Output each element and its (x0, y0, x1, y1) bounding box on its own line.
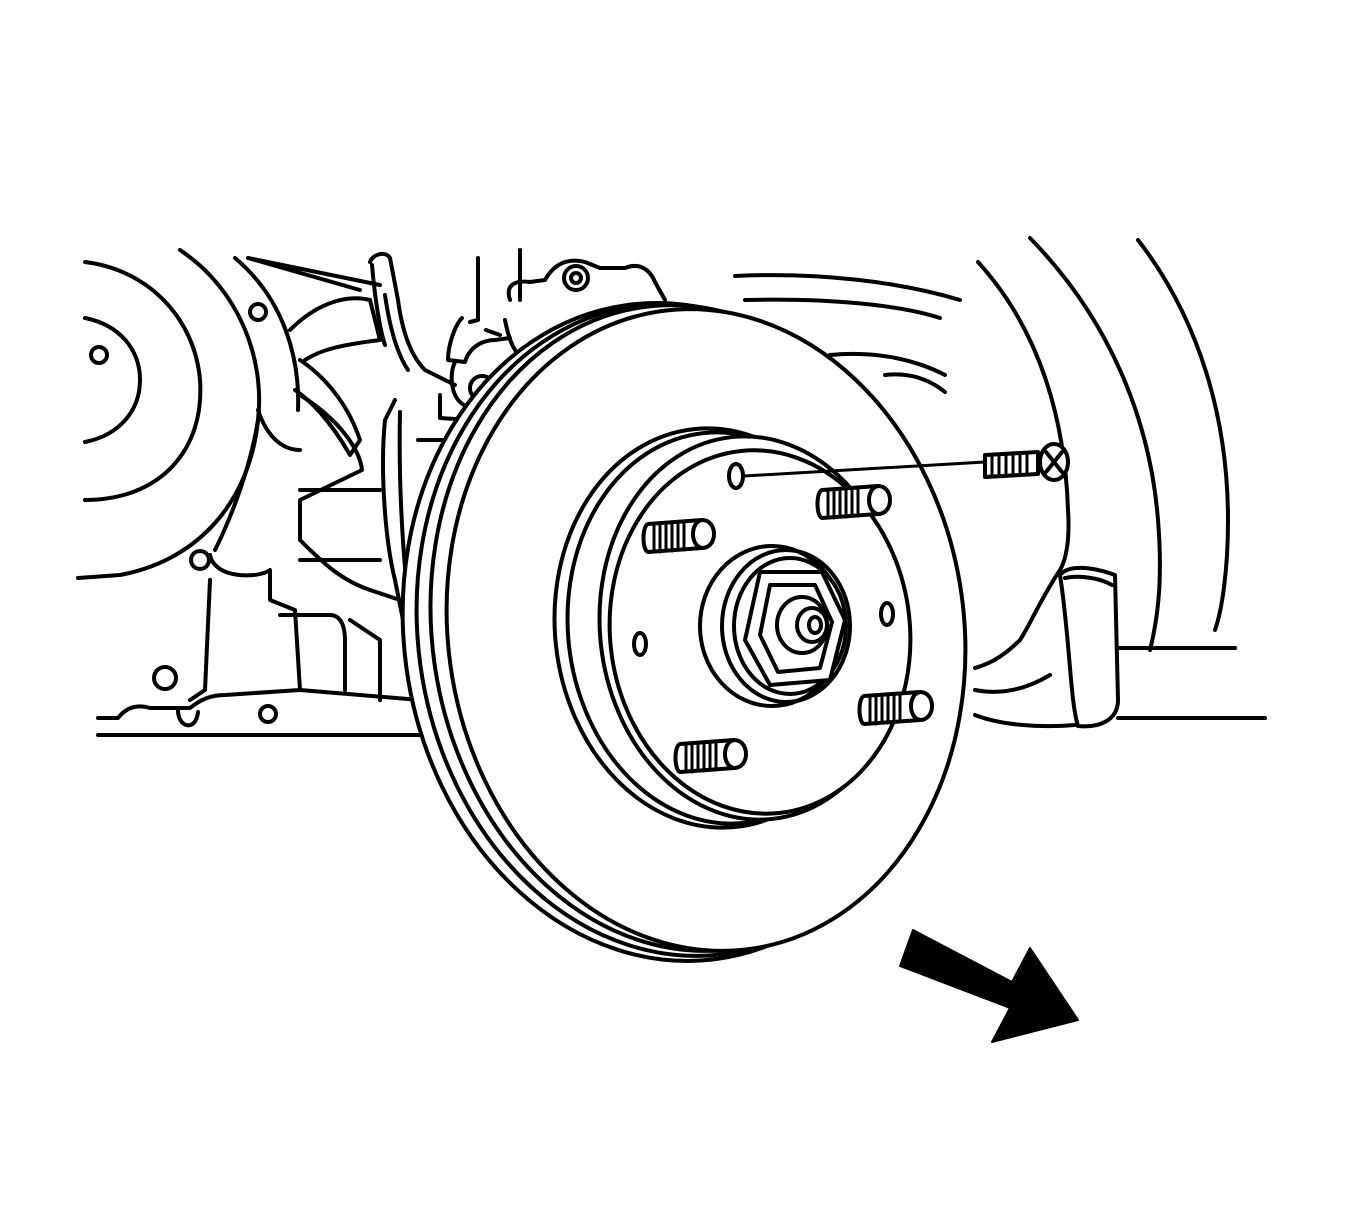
wheel-stud-icon (641, 518, 716, 554)
retaining-screw-icon (742, 442, 1070, 482)
caliper-bracket-bolt (562, 264, 590, 292)
caliper-bracket-bolt (569, 271, 583, 285)
splash-shield (1058, 565, 1120, 729)
direction-arrow-icon (899, 929, 1079, 1043)
housing-bolt-hole (89, 345, 109, 365)
rotor-lug-hole (632, 631, 648, 657)
housing-bolt-hole (248, 302, 268, 322)
transaxle-housing (76, 248, 432, 737)
rotor-lug-hole (879, 601, 895, 627)
wheel-stud-icon (673, 738, 748, 774)
wheel-well (733, 236, 1267, 729)
wheel-stud-icon (815, 484, 892, 520)
housing-bolt-hole (152, 665, 178, 691)
wheel-stud-icon (857, 690, 934, 726)
housing-bolt-hole (258, 704, 278, 724)
wheel-studs (641, 484, 934, 774)
hub-nut-icon (698, 544, 852, 708)
housing-bolt-hole (189, 549, 211, 571)
